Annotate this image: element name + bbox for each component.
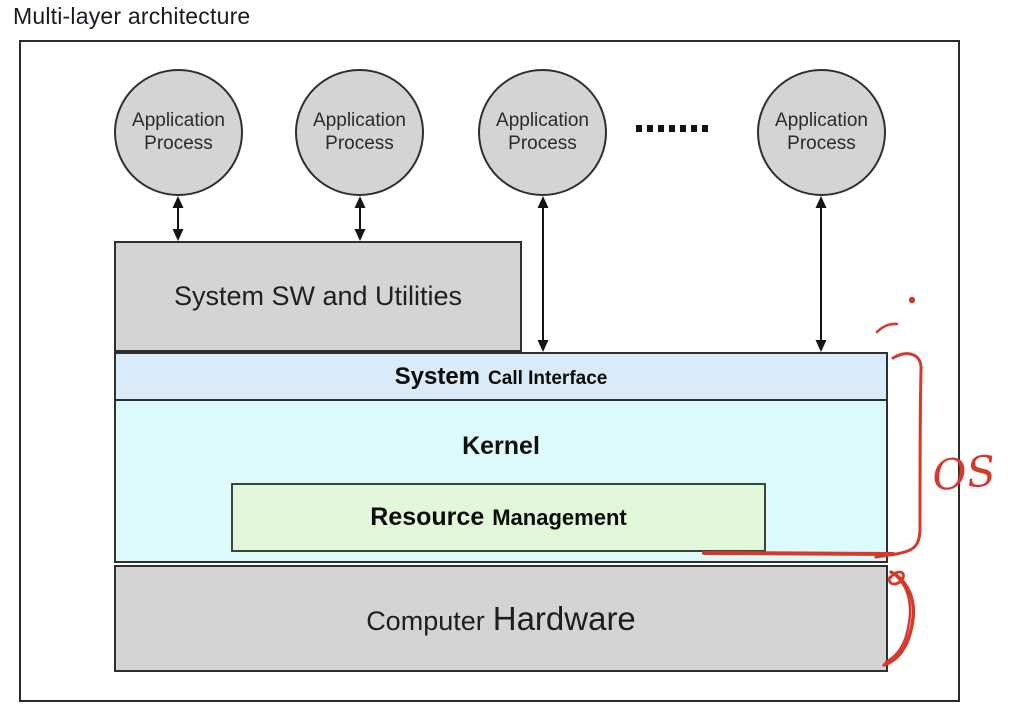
computer-hardware-label-secondary: Hardware [492,599,636,637]
application-process-node-1: Application Process [114,69,243,196]
diagram-title: Multi-layer architecture [13,3,251,29]
ellipsis-dots-icon [636,125,709,132]
application-process-node-2: Application Process [295,69,424,196]
resource-management-box: Resource Management [231,483,766,552]
system-call-interface-label-primary: System [394,362,481,390]
application-process-node-3: Application Process [478,69,607,196]
system-sw-utilities-label: System SW and Utilities [173,281,463,311]
system-call-interface-label-secondary: Call Interface [488,367,608,389]
resource-management-label-primary: Resource [370,503,485,531]
application-process-label: Application Process [496,110,589,154]
system-sw-utilities-box: System SW and Utilities [114,241,522,352]
application-process-label: Application Process [132,110,225,154]
application-process-node-4: Application Process [757,69,886,196]
computer-hardware-box: Computer Hardware [114,565,888,672]
application-process-label: Application Process [775,110,868,154]
kernel-label: Kernel [462,432,540,460]
computer-hardware-label-primary: Computer [366,605,485,636]
resource-management-label-secondary: Management [492,505,627,530]
system-call-interface-box: System Call Interface [114,352,888,401]
application-process-label: Application Process [313,110,406,154]
